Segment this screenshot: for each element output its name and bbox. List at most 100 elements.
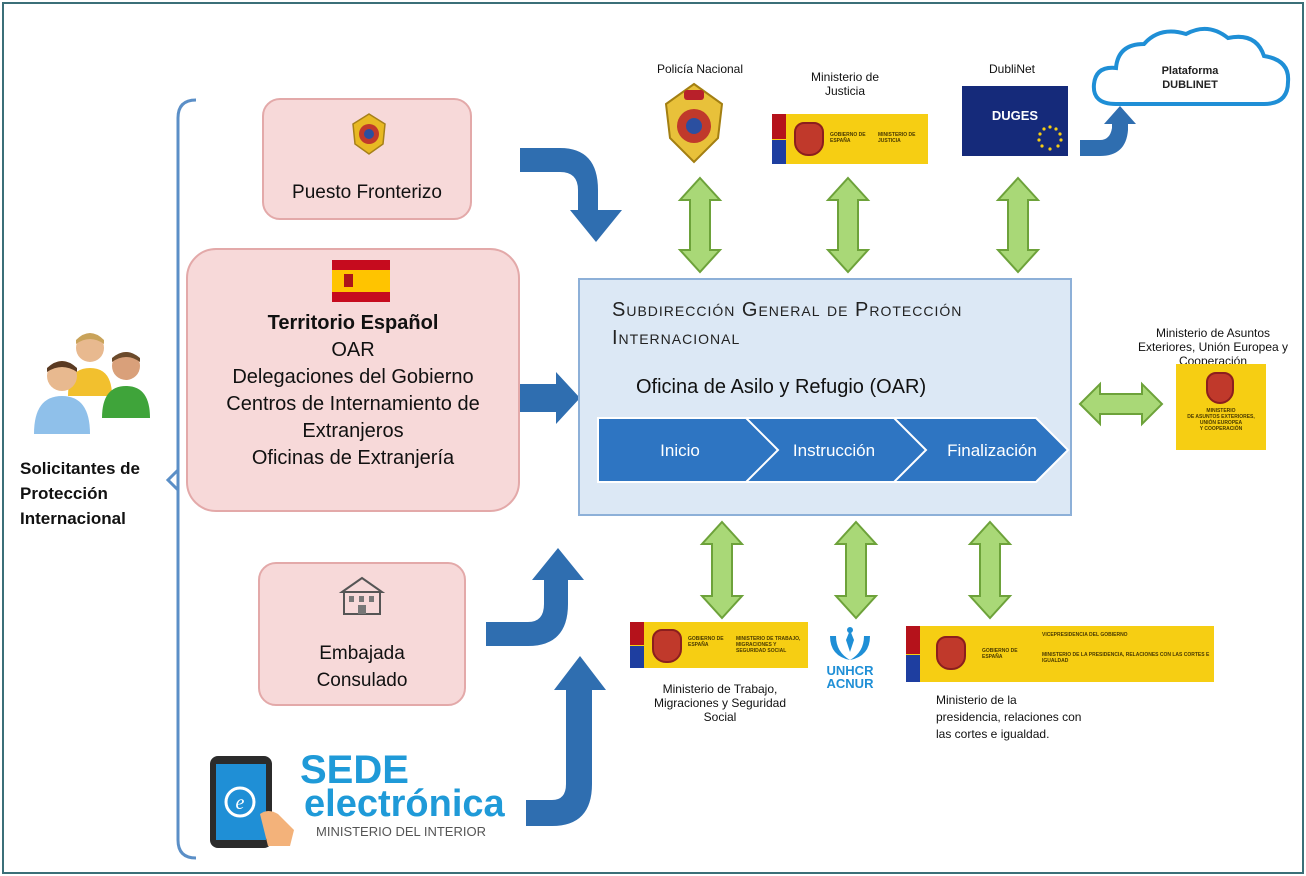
coat-of-arms-icon: [1206, 372, 1234, 404]
policia-label: Policía Nacional: [656, 62, 744, 76]
presidencia-label: Ministerio de la presidencia, relaciones…: [936, 692, 1136, 743]
embassy-label-line: Consulado: [316, 670, 408, 691]
central-panel: Subdirección General de Protección Inter…: [578, 278, 1072, 516]
territory-box: Territorio Español OAR Delegaciones del …: [186, 248, 520, 512]
phase-chevrons: Inicio Instrucción Finalización: [597, 417, 1070, 483]
logo-text-line: MINISTERIO: [1206, 408, 1236, 414]
cloud-label: Plataforma DUBLINET: [1112, 64, 1268, 92]
applicants-label-line: Protección: [20, 484, 108, 503]
justicia-label-line: Ministerio de: [810, 70, 880, 84]
applicants-bracket: [176, 98, 197, 860]
cloud-label-line: DUBLINET: [1162, 79, 1218, 91]
logo-text: GOBIERNO DE ESPAÑA: [688, 636, 724, 648]
unhcr-label: UNHCR ACNUR: [812, 664, 888, 690]
border-post-box: Puesto Fronterizo: [262, 98, 472, 220]
territory-line: OAR: [331, 339, 375, 361]
logo-text-line: DE ASUNTOS EXTERIORES,: [1187, 414, 1255, 420]
justicia-label-line: Justicia: [824, 84, 865, 98]
logo-text-line: UNIÓN EUROPEA: [1199, 420, 1243, 426]
unhcr-label-line: ACNUR: [826, 676, 874, 691]
unhcr-label-line: UNHCR: [826, 663, 874, 678]
logo-text: MINISTERIO DE JUSTICIA: [878, 132, 916, 144]
arrow-border-to-center: [520, 148, 622, 242]
applicants-label-line: Solicitantes de: [20, 459, 140, 478]
logo-text: MINISTERIO DE TRABAJO, MIGRACIONES Y SEG…: [736, 636, 801, 654]
exteriores-label-line: Exteriores, Unión Europea y: [1137, 340, 1289, 354]
trabajo-logo: GOBIERNO DE ESPAÑA MINISTERIO DE TRABAJO…: [630, 622, 808, 668]
embassy-label-line: Embajada: [319, 643, 405, 664]
territory-line: Delegaciones del Gobierno: [232, 366, 474, 388]
presidencia-label-line: las cortes e igualdad.: [936, 727, 1050, 741]
logo-text: MINISTERIO DE ASUNTOS EXTERIORES, UNIÓN …: [1180, 408, 1262, 432]
embassy-label: Embajada Consulado: [260, 640, 464, 694]
coat-of-arms-icon: [936, 636, 966, 670]
exteriores-logo: MINISTERIO DE ASUNTOS EXTERIORES, UNIÓN …: [1176, 364, 1266, 450]
police-badge-icon: [352, 113, 386, 155]
applicants-people-icon: [34, 333, 150, 434]
phase-label-instruccion: Instrucción: [793, 441, 875, 460]
logo-text-line: Y COOPERACIÓN: [1199, 426, 1243, 432]
territory-text: Territorio Español OAR Delegaciones del …: [188, 310, 518, 472]
sede-subtitle: electrónica: [304, 783, 505, 825]
trabajo-label-line: Migraciones y Seguridad: [653, 696, 787, 710]
logo-stripe: [630, 622, 644, 668]
policia-badge-icon: [664, 82, 724, 164]
building-icon: [338, 576, 386, 615]
eu-stars-icon: [1037, 125, 1063, 151]
justicia-label: Ministerio de Justicia: [780, 70, 910, 98]
spain-flag-icon: [332, 260, 390, 302]
arrow-embassy-to-center: [486, 548, 584, 646]
logo-text: GOBIERNO DE ESPAÑA: [830, 132, 866, 144]
svg-text:e: e: [236, 792, 245, 814]
central-office: Oficina de Asilo y Refugio (OAR): [636, 376, 927, 398]
justicia-logo: GOBIERNO DE ESPAÑA MINISTERIO DE JUSTICI…: [772, 114, 928, 164]
green-arrows-top: [677, 176, 1041, 274]
presidencia-label-line: Ministerio de la: [936, 693, 1017, 707]
green-arrows-bottom: [699, 520, 1013, 620]
arrow-territory-to-center: [520, 372, 580, 424]
green-arrow-right: [1078, 381, 1164, 427]
territory-title: Territorio Español: [267, 312, 439, 334]
territory-line: Centros de Internamiento de: [226, 393, 480, 415]
territory-line: Extranjeros: [302, 420, 404, 442]
dublinet-label: DubliNet: [988, 62, 1036, 76]
arrow-sede-to-center: [526, 656, 606, 826]
sede-title: SEDE: [300, 748, 409, 792]
territory-line: Oficinas de Extranjería: [251, 447, 455, 469]
trabajo-label-line: Ministerio de Trabajo,: [662, 682, 778, 696]
embassy-box: Embajada Consulado: [258, 562, 466, 706]
central-title-line: Subdirección General de Protección: [612, 299, 963, 321]
duges-text: DUGES: [991, 108, 1039, 123]
arrow-duges-to-cloud: [1080, 106, 1136, 156]
applicants-label: Solicitantes de Protección Internacional: [20, 456, 160, 531]
logo-stripe: [772, 114, 786, 164]
duges-logo: DUGES: [962, 86, 1068, 156]
trabajo-label-line: Social: [703, 710, 737, 724]
logo-text: VICEPRESIDENCIA DEL GOBIERNO: [1042, 632, 1128, 638]
logo-text: MINISTERIO DE LA PRESIDENCIA, RELACIONES…: [1042, 652, 1210, 664]
presidencia-logo: GOBIERNO DE ESPAÑA VICEPRESIDENCIA DEL G…: [906, 626, 1214, 682]
coat-of-arms-icon: [794, 122, 824, 156]
tablet-hand-icon: e: [210, 756, 294, 848]
phase-label-inicio: Inicio: [660, 441, 700, 460]
phase-finalizacion: [891, 417, 1070, 483]
cloud-icon: [1091, 26, 1291, 106]
sede-ministry: MINISTERIO DEL INTERIOR: [316, 824, 486, 839]
exteriores-label-line: Ministerio de Asuntos: [1155, 326, 1271, 340]
phase-label-finalizacion: Finalización: [947, 441, 1037, 460]
trabajo-label: Ministerio de Trabajo, Migraciones y Seg…: [630, 682, 810, 724]
central-title: Subdirección General de Protección Inter…: [612, 296, 1052, 352]
presidencia-label-line: presidencia, relaciones con: [936, 710, 1082, 724]
border-post-label: Puesto Fronterizo: [292, 182, 442, 203]
logo-stripe: [906, 626, 920, 682]
coat-of-arms-icon: [652, 629, 682, 663]
applicants-label-line: Internacional: [20, 509, 126, 528]
unhcr-hands-icon: [830, 627, 870, 660]
central-title-line: Internacional: [612, 327, 741, 349]
sede-logo: e SEDE electrónica MINISTERIO DEL INTERI…: [208, 748, 508, 852]
logo-text: GOBIERNO DE ESPAÑA: [982, 648, 1018, 660]
exteriores-label: Ministerio de Asuntos Exteriores, Unión …: [1124, 326, 1302, 368]
cloud-label-line: Plataforma: [1161, 65, 1219, 77]
